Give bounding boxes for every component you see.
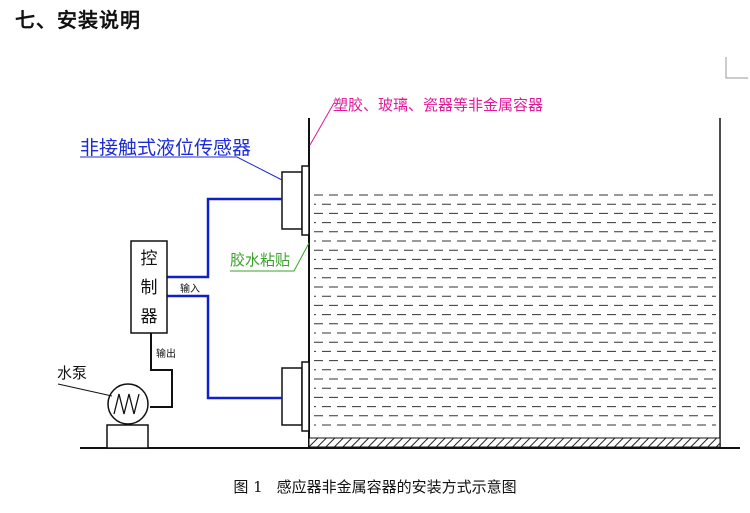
container-bottom <box>308 437 721 448</box>
figure-caption-text: 感应器非金属容器的安装方式示意图 <box>276 478 517 496</box>
sensor-label: 非接触式液位传感器 <box>80 137 251 159</box>
input-label: 输入 <box>180 282 200 295</box>
container-label: 塑胶、玻璃、瓷器等非金属容器 <box>333 96 543 114</box>
liquid <box>314 194 716 426</box>
controller-char-3: 器 <box>141 307 158 327</box>
controller-char-2: 制 <box>141 278 158 298</box>
pump-leader-line <box>57 383 113 397</box>
glue-leader-line <box>230 242 310 272</box>
controller-char-1: 控 <box>141 249 158 269</box>
page-corner-mark <box>725 57 748 79</box>
figure-caption: 图 1 感应器非金属容器的安装方式示意图 <box>0 476 750 497</box>
figure-number: 图 1 <box>233 478 263 496</box>
wire-top-sensor <box>167 197 282 279</box>
pump-label: 水泵 <box>57 364 87 382</box>
sensor-top <box>281 165 310 236</box>
output-label: 输出 <box>156 347 176 360</box>
glue-label: 胶水粘贴 <box>230 251 290 269</box>
container-leader-line <box>309 102 335 146</box>
wire-output <box>150 333 173 408</box>
wire-bottom-sensor <box>167 294 282 400</box>
sensor-leader-line <box>80 156 283 181</box>
controller: 控 制 器 <box>130 240 168 334</box>
sensor-bottom <box>281 361 310 432</box>
container <box>308 118 721 448</box>
section-heading: 七、安装说明 <box>15 8 141 32</box>
water-pump <box>106 383 149 449</box>
